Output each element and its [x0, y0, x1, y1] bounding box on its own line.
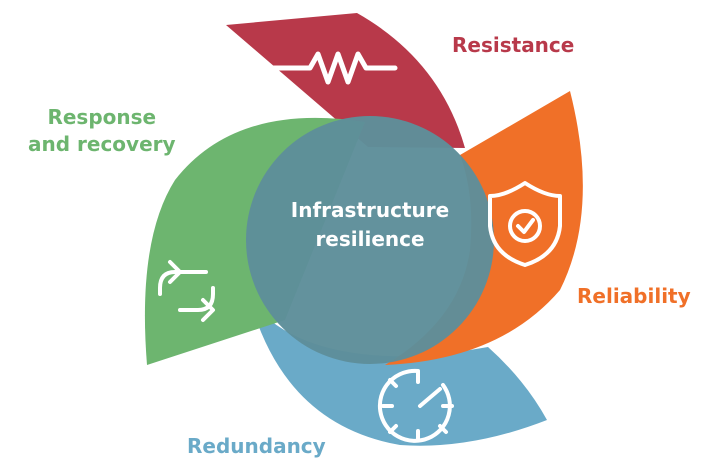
- resistor-icon: [269, 51, 398, 85]
- shield-check-icon: [488, 181, 562, 267]
- cycle-arrows-icon: [158, 260, 215, 322]
- center-title-line2: resilience: [315, 227, 425, 251]
- center-circle: [246, 116, 494, 364]
- response-label-line2: and recovery: [28, 132, 176, 156]
- response-and-recovery-label: Response and recovery: [28, 104, 176, 158]
- reliability-label: Reliability: [577, 284, 691, 308]
- center-title: Infrastructure resilience: [247, 196, 493, 254]
- resistance-label: Resistance: [452, 33, 575, 57]
- redundancy-label: Redundancy: [187, 434, 326, 458]
- timer-clock-icon: [377, 368, 454, 443]
- response-label-line1: Response: [47, 105, 157, 129]
- center-title-line1: Infrastructure: [290, 198, 450, 222]
